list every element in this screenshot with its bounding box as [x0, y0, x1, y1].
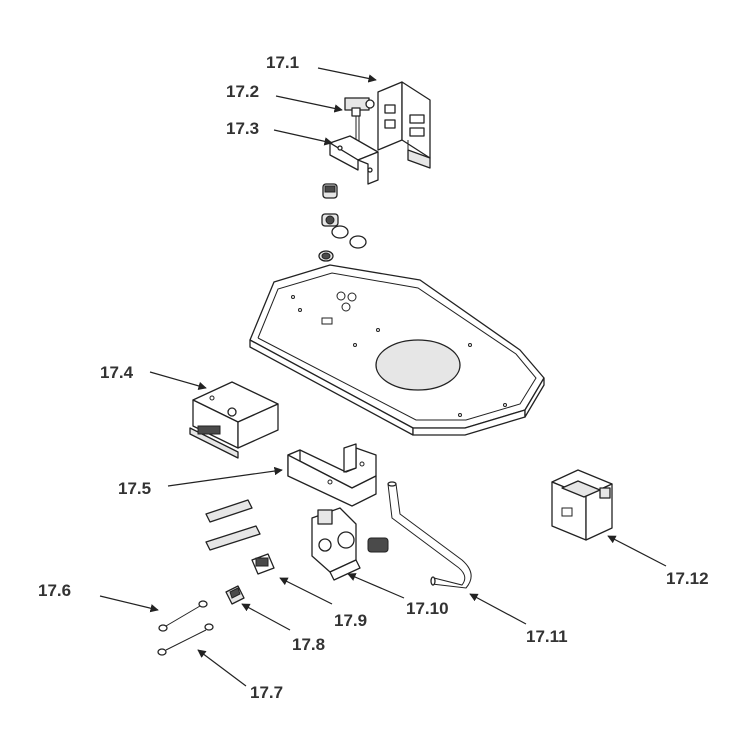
part-valve-17-10 — [311, 507, 389, 581]
part-base-plate — [249, 264, 545, 436]
part-bracket-17-1 — [377, 81, 431, 169]
leader-17-7 — [197, 649, 247, 687]
leader-17-2 — [275, 95, 343, 113]
leader-17-11 — [469, 593, 527, 625]
part-gaskets — [205, 499, 261, 551]
leader-17-5 — [167, 466, 283, 487]
callout-17-9: 17.9 — [334, 611, 367, 630]
part-clip-17-8 — [225, 585, 245, 605]
part-pipe-17-11 — [387, 481, 472, 589]
part-switch-17-9 — [251, 553, 275, 575]
leader-17-4 — [149, 371, 207, 390]
callout-17-1: 17.1 — [266, 53, 299, 72]
leader-arrows — [99, 67, 667, 687]
leader-17-12 — [607, 535, 667, 567]
leader-17-3 — [273, 129, 333, 146]
callout-17-3: 17.3 — [226, 119, 259, 138]
callout-17-10: 17.10 — [406, 599, 449, 618]
part-bracket-17-5 — [287, 443, 377, 507]
part-motor-box-17-4 — [189, 381, 279, 459]
leader-17-8 — [241, 603, 291, 631]
callout-17-5: 17.5 — [118, 479, 151, 498]
callout-labels: 17.1 17.2 17.3 17.4 17.5 17.6 17.7 17.8 … — [38, 53, 709, 702]
part-bracket-17-3 — [329, 135, 379, 185]
callout-17-11: 17.11 — [526, 627, 568, 646]
part-box-17-12 — [551, 469, 613, 541]
leader-17-9 — [279, 577, 333, 605]
callout-17-2: 17.2 — [226, 82, 259, 101]
leader-17-10 — [347, 573, 405, 599]
callout-17-6: 17.6 — [38, 581, 71, 600]
callout-17-4: 17.4 — [100, 363, 134, 382]
callout-17-8: 17.8 — [292, 635, 325, 654]
leader-17-6 — [99, 595, 159, 613]
callout-17-7: 17.7 — [250, 683, 283, 702]
part-fittings — [318, 183, 367, 262]
callout-17-12: 17.12 — [666, 569, 709, 588]
leader-17-1 — [317, 67, 377, 83]
part-cable-17-6 — [157, 600, 214, 656]
